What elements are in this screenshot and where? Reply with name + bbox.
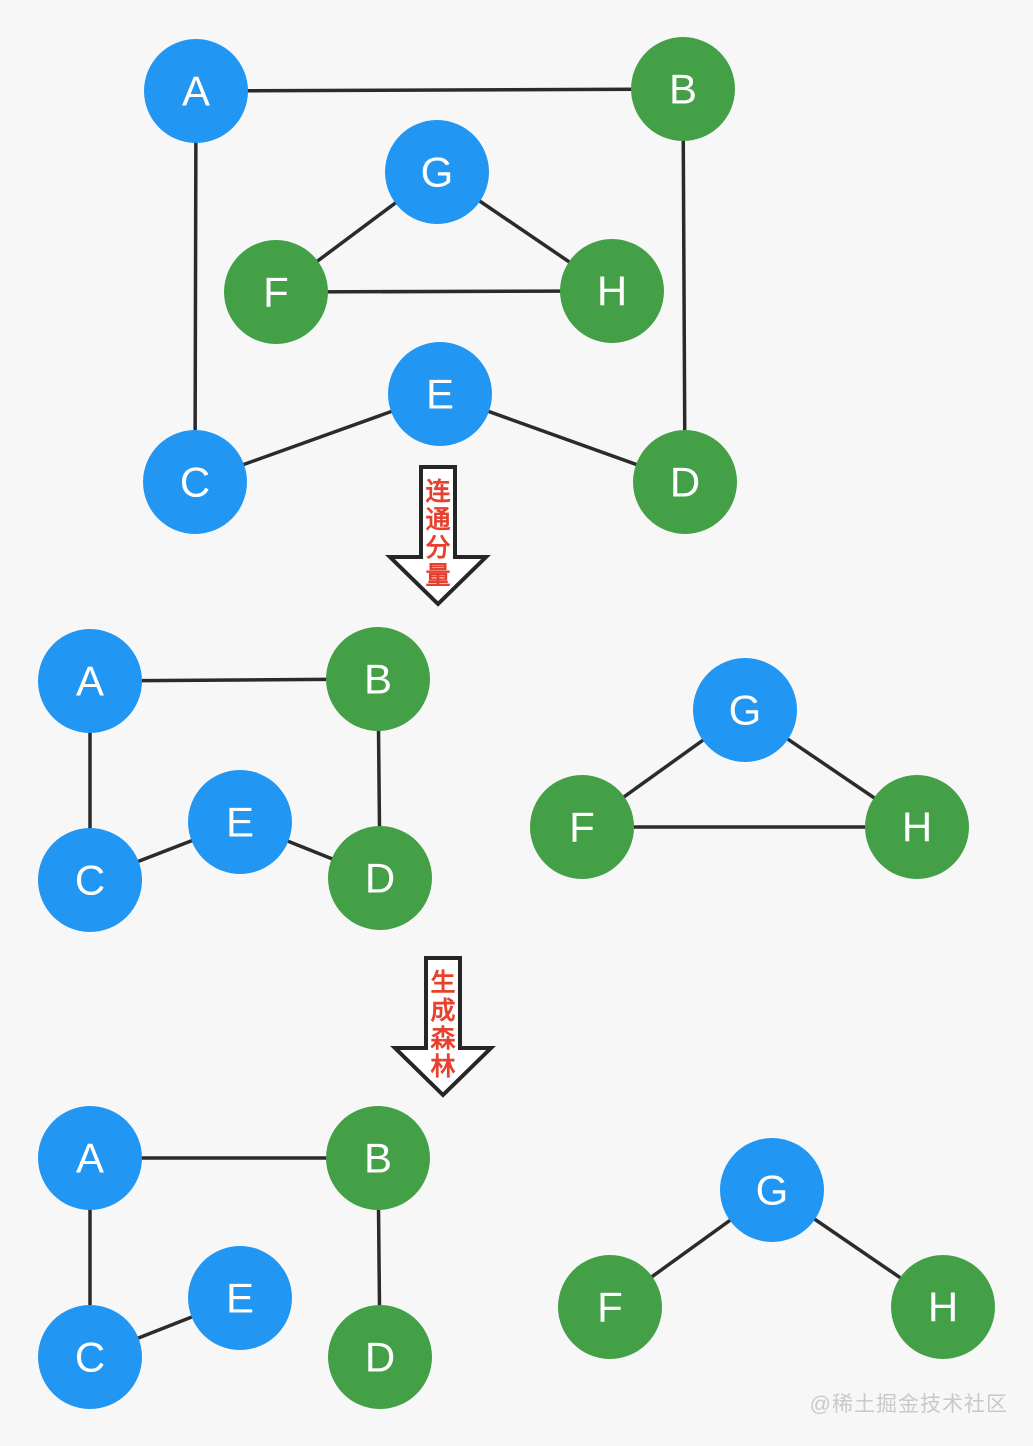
spanning-forest-arrow-label-char: 林 <box>430 1053 455 1081</box>
watermark: @稀土掘金技术社区 <box>809 1393 1008 1416</box>
node-label-F: F <box>569 804 595 851</box>
connected-components-arrow-label-char: 量 <box>425 562 450 590</box>
edge-A-C <box>193 89 198 484</box>
edge-A-B <box>194 87 685 93</box>
node-label-G: G <box>729 687 762 734</box>
connected-components-arrow-label-char: 通 <box>425 506 450 534</box>
node-label-C: C <box>180 459 210 506</box>
node-label-F: F <box>597 1284 623 1331</box>
node-label-A: A <box>76 1135 104 1182</box>
node-label-D: D <box>670 459 700 506</box>
node-E <box>188 1246 292 1350</box>
node-label-C: C <box>75 857 105 904</box>
node-F <box>558 1255 662 1359</box>
section-spanning-forest: A B E C D G F H <box>38 1106 995 1409</box>
spanning-forest-arrow-shape <box>390 956 496 1098</box>
section-original-graph: A B G F H E C D <box>143 37 737 534</box>
node-label-H: H <box>902 804 932 851</box>
node-label-E: E <box>226 1275 254 1322</box>
node-A <box>38 629 142 733</box>
node-D <box>328 826 432 930</box>
node-label-A: A <box>182 68 210 115</box>
node-label-G: G <box>756 1167 789 1214</box>
node-label-A: A <box>76 658 104 705</box>
node-label-C: C <box>75 1334 105 1381</box>
section-connected-components: A B E C D G F H <box>38 627 969 932</box>
node-E <box>388 342 492 446</box>
node-B <box>326 1106 430 1210</box>
node-label-B: B <box>364 1135 392 1182</box>
node-D <box>328 1305 432 1409</box>
connected-components-arrow-shape <box>385 465 491 607</box>
edge-F-H <box>274 289 614 294</box>
spanning-forest-arrow-label-char: 生 <box>430 969 455 997</box>
node-label-H: H <box>597 268 627 315</box>
spanning-forest-arrow-label-char: 成 <box>430 997 455 1025</box>
node-H <box>865 775 969 879</box>
spanning-forest-arrow-label-char: 森 <box>430 1025 456 1053</box>
node-B <box>631 37 735 141</box>
node-G <box>720 1138 824 1242</box>
node-F <box>530 775 634 879</box>
node-label-F: F <box>263 269 289 316</box>
edge-B-D <box>681 87 687 484</box>
node-E <box>188 770 292 874</box>
node-C <box>38 1305 142 1409</box>
node-C <box>38 828 142 932</box>
node-label-B: B <box>669 66 697 113</box>
node-label-D: D <box>365 855 395 902</box>
node-label-H: H <box>928 1284 958 1331</box>
node-D <box>633 430 737 534</box>
node-A <box>144 39 248 143</box>
connected-components-arrow-label-char: 连 <box>425 478 451 506</box>
node-label-E: E <box>426 371 454 418</box>
node-label-D: D <box>365 1334 395 1381</box>
node-label-G: G <box>421 149 454 196</box>
node-H <box>560 239 664 343</box>
node-G <box>385 120 489 224</box>
node-label-E: E <box>226 799 254 846</box>
node-A <box>38 1106 142 1210</box>
node-F <box>224 240 328 344</box>
node-G <box>693 658 797 762</box>
node-B <box>326 627 430 731</box>
node-H <box>891 1255 995 1359</box>
node-label-B: B <box>364 656 392 703</box>
node-C <box>143 430 247 534</box>
connected-components-arrow-label-char: 分 <box>425 534 450 562</box>
